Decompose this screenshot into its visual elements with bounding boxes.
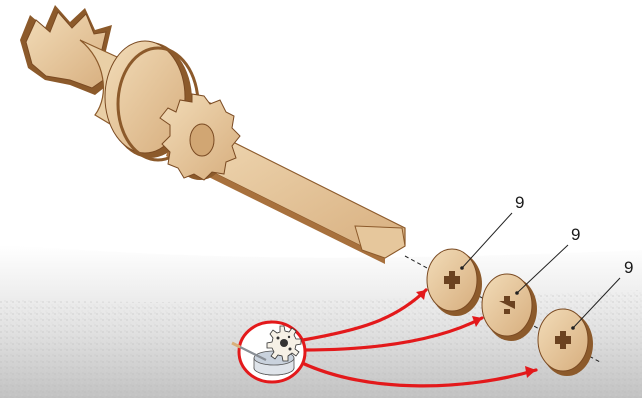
callout-label-c: 9 (624, 258, 633, 277)
callout-dot-a (460, 266, 464, 270)
callout-label-a: 9 (515, 193, 524, 212)
gear-icon (267, 326, 301, 361)
key-shaft-assembly (20, 5, 405, 264)
callout-dot-b (515, 291, 519, 295)
callout-label-b: 9 (571, 225, 580, 244)
key-shaft-tip (355, 226, 405, 258)
callout-dot-c (571, 326, 575, 330)
